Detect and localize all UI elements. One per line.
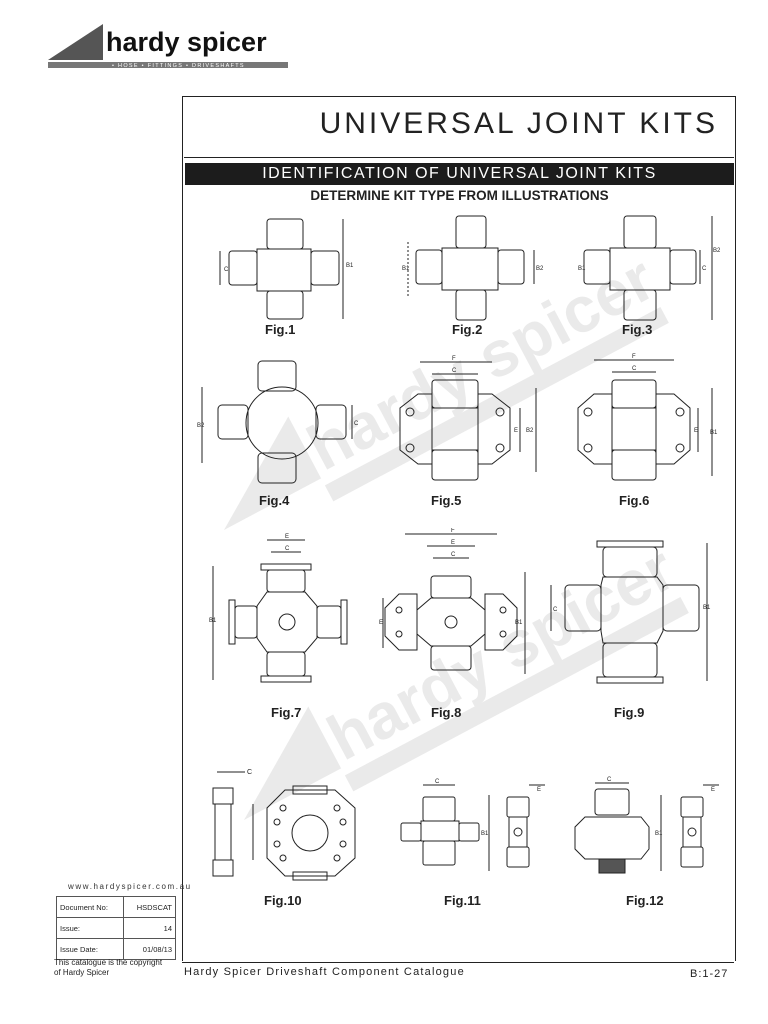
dim-label: E (514, 428, 518, 434)
dim-label: B1 (209, 618, 217, 624)
fig11-drawing: C B1 E (400, 779, 545, 871)
catalogue-title: Hardy Spicer Driveshaft Component Catalo… (184, 966, 465, 978)
logo-wordmark: hardy spicer (106, 27, 267, 57)
content-frame (182, 96, 736, 961)
dim-label: C (553, 607, 558, 613)
fig2-drawing: B1 B2 (402, 215, 544, 321)
fig6-label: Fig.6 (619, 493, 650, 508)
dim-label: B1 (402, 266, 410, 272)
dim-label: B2 (536, 266, 544, 272)
dim-label: F (452, 356, 456, 362)
dim-label: E (451, 540, 455, 546)
section-bar: IDENTIFICATION OF UNIVERSAL JOINT KITS (185, 163, 734, 185)
dim-label: C (451, 552, 456, 558)
dim-label: B1 (703, 605, 711, 611)
fig3-label: Fig.3 (622, 322, 653, 337)
fig4-label: Fig.4 (259, 493, 290, 508)
dim-label: E (379, 620, 383, 626)
dim-label: B2 (713, 248, 720, 254)
dim-label: E (694, 428, 698, 434)
fig12-drawing: C B1 E (574, 777, 719, 874)
logo-tagline: • HOSE • FITTINGS • DRIVESHAFTS (112, 63, 245, 69)
fig8-drawing: F E C E B1 (379, 528, 526, 674)
doc-value: 14 (123, 917, 176, 939)
dim-label: C (285, 546, 290, 552)
dim-label: B1 (710, 430, 718, 436)
dim-label: B1 (346, 263, 354, 269)
table-row: Issue Date: 01/08/13 (55, 938, 176, 960)
dim-label: C (224, 267, 229, 273)
page-title: UNIVERSAL JOINT KITS (319, 107, 718, 140)
subheading: DETERMINE KIT TYPE FROM ILLUSTRATIONS (310, 188, 609, 203)
dim-label: F (632, 354, 636, 360)
fig6-drawing: F C E B1 (577, 354, 718, 481)
doc-label: Issue: (55, 917, 125, 939)
dim-label: E (711, 787, 715, 793)
fig11-label: Fig.11 (444, 893, 481, 908)
dim-label: B2 (526, 428, 534, 434)
fig12-label: Fig.12 (626, 893, 664, 908)
fig1-label: Fig.1 (265, 322, 296, 337)
dim-label: C (247, 769, 252, 776)
page-number: B:1-27 (690, 968, 729, 980)
fig2-label: Fig.2 (452, 322, 483, 337)
footer-divider (182, 962, 734, 963)
fig8-label: Fig.8 (431, 705, 462, 720)
dim-label: C (632, 366, 637, 372)
document-info-table: Document No: HSDSCAT Issue: 14 Issue Dat… (55, 896, 176, 960)
doc-label: Issue Date: (55, 938, 125, 960)
dim-label: C (702, 266, 707, 272)
fig7-drawing: E C B1 (209, 534, 348, 683)
dim-label: B2 (197, 423, 205, 429)
dim-label: C (435, 779, 440, 785)
copyright-notice: This catalogue is the copyright of Hardy… (54, 958, 174, 978)
website-text: www.hardyspicer.com.au (68, 882, 192, 891)
doc-label: Document No: (55, 896, 125, 918)
fig10-label: Fig.10 (264, 893, 302, 908)
dim-label: C (607, 777, 612, 783)
logo-mark: hardy spicer • HOSE • FITTINGS • DRIVESH… (48, 24, 288, 69)
copyright-line: of Hardy Spicer (54, 968, 110, 977)
doc-value: 01/08/13 (123, 938, 176, 960)
dim-label: F (451, 528, 455, 534)
dim-label: B1 (655, 831, 663, 837)
fig5-label: Fig.5 (431, 493, 462, 508)
dim-label: B1 (515, 620, 523, 626)
fig9-drawing: C B1 (550, 540, 711, 684)
table-row: Document No: HSDSCAT (55, 896, 176, 918)
dim-label: E (537, 787, 541, 793)
fig4-drawing: B2 C (197, 360, 359, 484)
dim-label: B1 (578, 266, 586, 272)
fig1-drawing: C B1 (219, 218, 354, 320)
dim-label: C (452, 368, 457, 374)
copyright-line: This catalogue is the copyright (54, 958, 163, 967)
fig7-label: Fig.7 (271, 705, 302, 720)
dim-label: E (285, 534, 289, 540)
dim-label: C (354, 421, 359, 427)
fig10-drawing: C (212, 769, 356, 881)
dim-label: B1 (481, 831, 489, 837)
doc-value: HSDSCAT (123, 896, 176, 918)
title-box: UNIVERSAL JOINT KITS (184, 97, 734, 158)
fig3-drawing: B1 C B2 (578, 215, 720, 321)
fig9-label: Fig.9 (614, 705, 645, 720)
brand-logo: hardy spicer • HOSE • FITTINGS • DRIVESH… (48, 20, 288, 70)
table-row: Issue: 14 (55, 917, 176, 939)
fig5-drawing: F C E B2 (399, 356, 537, 481)
